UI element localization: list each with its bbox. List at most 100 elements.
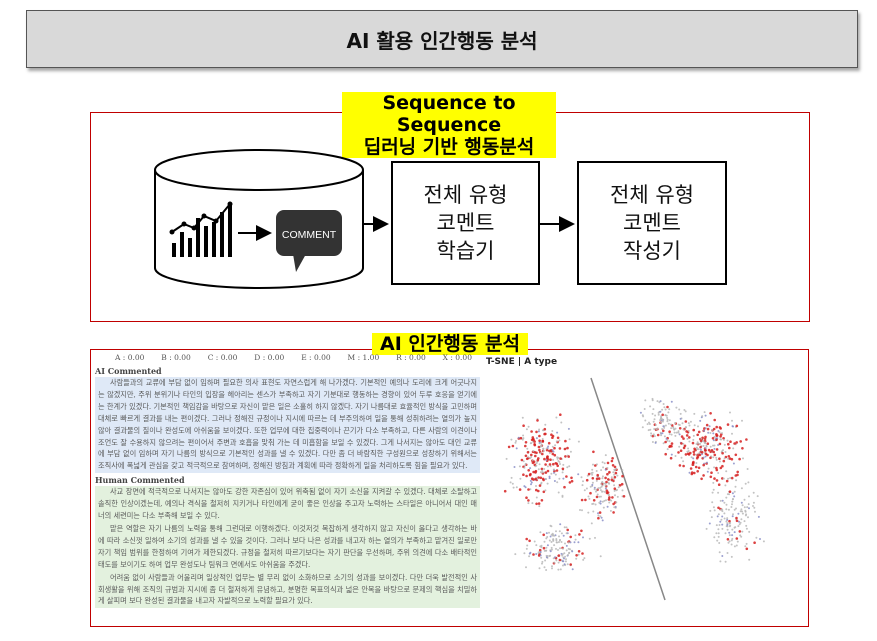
tsne-point xyxy=(559,523,562,526)
tsne-point xyxy=(730,543,733,546)
tsne-point xyxy=(608,470,611,474)
tsne-point xyxy=(569,541,572,544)
tsne-point xyxy=(545,447,548,450)
tsne-point xyxy=(657,413,660,416)
tsne-point xyxy=(695,453,698,456)
metric-r: R : 0.00 xyxy=(396,353,426,362)
tsne-point xyxy=(538,548,542,552)
human-commented-label: Human Commented xyxy=(95,475,185,486)
tsne-point xyxy=(704,414,707,417)
tsne-point xyxy=(566,446,569,450)
tsne-point xyxy=(691,463,695,466)
tsne-point xyxy=(692,450,696,454)
tsne-point xyxy=(661,418,664,421)
tsne-point xyxy=(735,519,739,523)
tsne-point xyxy=(699,448,702,451)
tsne-point xyxy=(542,478,545,482)
tsne-point xyxy=(704,427,707,430)
tsne-point xyxy=(555,416,558,419)
tsne-point xyxy=(728,531,731,534)
tsne-point xyxy=(545,546,548,549)
tsne-point xyxy=(554,556,556,559)
tsne-point xyxy=(564,560,567,563)
tsne-point xyxy=(654,441,657,444)
tsne-point xyxy=(535,496,538,499)
tsne-point xyxy=(728,446,731,450)
tsne-point xyxy=(601,461,604,464)
tsne-point xyxy=(522,460,525,463)
tsne-point xyxy=(717,483,721,486)
tsne-point xyxy=(730,539,733,542)
human-comment-text-1: 사교 장면에 적극적으로 나서지는 않아도 강한 자존심이 있어 위축됨 없이 … xyxy=(98,487,477,521)
tsne-point xyxy=(538,441,541,444)
tsne-point xyxy=(563,447,567,451)
tsne-point xyxy=(647,429,650,432)
tsne-point xyxy=(537,551,540,554)
human-comment-text-3: 어려움 없이 사람들과 어울리며 일상적인 업무는 별 무리 없이 소화하므로 … xyxy=(98,572,477,606)
tsne-point xyxy=(562,547,565,550)
tsne-point xyxy=(562,463,565,466)
tsne-point xyxy=(707,448,711,452)
tsne-point xyxy=(535,544,538,547)
tsne-point xyxy=(668,430,671,433)
tsne-point xyxy=(577,550,581,553)
tsne-point xyxy=(722,438,725,441)
tsne-point xyxy=(603,462,606,465)
tsne-point xyxy=(532,553,535,556)
tsne-point xyxy=(560,552,563,555)
metric-c: C : 0.00 xyxy=(207,353,238,362)
tsne-point xyxy=(719,499,722,502)
tsne-point xyxy=(616,495,619,498)
tsne-point xyxy=(753,541,756,544)
tsne-point xyxy=(743,498,746,501)
tsne-point xyxy=(577,553,580,556)
tsne-point xyxy=(601,490,603,493)
tsne-point xyxy=(704,449,707,452)
tsne-point xyxy=(726,538,730,541)
tsne-point xyxy=(752,491,755,494)
tsne-point xyxy=(590,522,593,525)
tsne-point xyxy=(740,501,743,504)
tsne-point xyxy=(706,442,710,445)
tsne-point xyxy=(610,499,613,502)
tsne-point xyxy=(702,456,705,459)
tsne-point xyxy=(561,554,564,557)
tsne-point xyxy=(551,534,554,537)
tsne-point xyxy=(569,450,572,453)
tsne-point xyxy=(733,545,736,548)
page-title-bar: AI 활용 인간행동 분석 xyxy=(26,10,858,68)
tsne-point xyxy=(746,468,749,470)
tsne-point xyxy=(662,442,665,445)
tsne-point xyxy=(531,502,534,505)
tsne-point xyxy=(614,494,616,497)
tsne-point xyxy=(595,477,599,481)
tsne-point xyxy=(597,512,599,515)
tsne-point xyxy=(724,451,727,453)
tsne-point xyxy=(540,481,543,484)
tsne-point xyxy=(526,451,530,454)
tsne-point xyxy=(721,555,724,557)
tsne-point xyxy=(521,416,524,419)
tsne-point xyxy=(721,451,724,455)
tsne-point xyxy=(734,453,738,457)
tsne-point xyxy=(542,490,546,494)
tsne-point xyxy=(593,488,596,491)
tsne-point xyxy=(604,484,607,487)
tsne-point xyxy=(653,435,656,438)
tsne-point xyxy=(705,527,708,530)
tsne-point xyxy=(591,483,594,486)
tsne-point xyxy=(724,532,727,535)
tsne-point xyxy=(585,487,588,490)
tsne-point xyxy=(604,476,607,480)
tsne-point xyxy=(539,545,542,548)
tsne-point xyxy=(530,453,533,457)
tsne-point xyxy=(530,430,533,433)
tsne-point xyxy=(709,412,712,415)
tsne-point xyxy=(535,553,538,555)
tsne-point xyxy=(670,423,672,426)
tsne-point xyxy=(568,465,571,468)
tsne-point xyxy=(556,436,560,440)
tsne-point xyxy=(699,445,702,449)
tsne-point xyxy=(678,433,681,436)
tsne-point xyxy=(553,446,556,450)
